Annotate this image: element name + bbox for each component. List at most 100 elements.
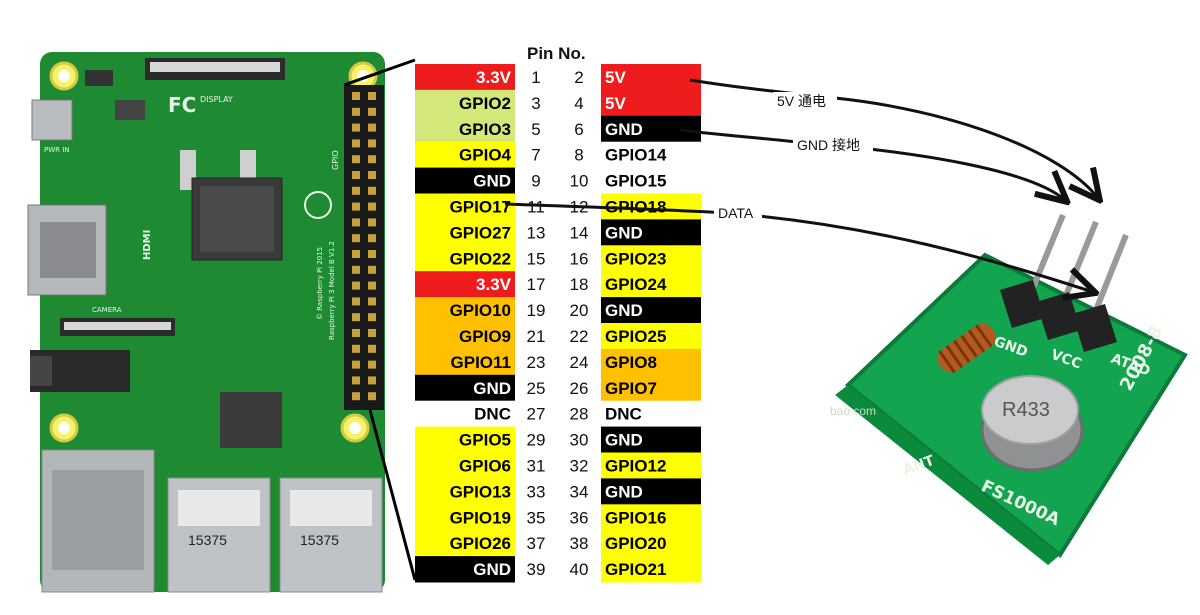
- pin-left-cell: [415, 115, 515, 143]
- header-pin: [368, 171, 376, 179]
- pin-number-even: 34: [570, 482, 589, 501]
- pin-number-even: 20: [570, 301, 589, 320]
- pin-right-label: GPIO7: [605, 379, 657, 398]
- camera-label: CAMERA: [92, 306, 122, 314]
- board-model-label: Raspberry Pi 3 Model B V1.2: [328, 241, 336, 340]
- pin-number-odd: 33: [527, 482, 546, 501]
- usb-chip-label-2: 15375: [300, 532, 339, 548]
- header-pin: [368, 360, 376, 369]
- pin-left-cell: [415, 323, 515, 350]
- header-pin: [368, 202, 376, 211]
- pin-right-cell: [601, 504, 701, 531]
- header-pin: [352, 329, 360, 337]
- board-copyright-label: © Raspberry Pi 2015: [316, 247, 324, 320]
- pin-number-even: 2: [574, 68, 583, 87]
- pin-right-label: GND: [605, 223, 643, 242]
- pin-number-odd: 5: [531, 120, 540, 139]
- header-pin: [352, 344, 360, 353]
- pin-left-label: GPIO4: [459, 146, 512, 165]
- pin-left-label: GPIO5: [459, 431, 511, 450]
- pin-right-label: GPIO25: [605, 327, 666, 346]
- header-pin: [352, 281, 360, 290]
- zoom-line-bottom: [368, 409, 417, 581]
- pin-number-even: 38: [570, 534, 589, 553]
- module-pin-data: [1091, 233, 1129, 317]
- pin-left-cell: [415, 478, 515, 505]
- pin-left-label: 3.3V: [476, 275, 512, 294]
- pin-left-cell: [415, 271, 515, 298]
- pin-number-even: 40: [570, 560, 589, 579]
- pin-right-cell: [601, 556, 701, 583]
- pin-number-even: 6: [574, 120, 583, 139]
- header-pin: [368, 250, 376, 258]
- pin-left-label: GND: [473, 172, 511, 191]
- pin-right-cell: [601, 323, 701, 350]
- pin-number-even: 32: [570, 457, 589, 476]
- pin-right-label: GND: [605, 431, 643, 450]
- pin-left-label: GND: [473, 379, 511, 398]
- pin-left-cell: [415, 193, 515, 220]
- pin-right-label: GND: [605, 120, 643, 139]
- pin-right-cell: [601, 374, 701, 402]
- header-pin: [352, 265, 360, 274]
- pin-right-label: GND: [605, 482, 643, 501]
- pin-no-header: Pin No.: [527, 44, 586, 63]
- pin-number-odd: 21: [527, 327, 546, 346]
- pin-right-cell: [601, 530, 701, 557]
- header-pin: [352, 155, 360, 164]
- pin-right-cell: [601, 219, 701, 246]
- pin-number-even: 4: [574, 94, 583, 113]
- header-pin: [368, 139, 376, 148]
- pin-left-label: GPIO6: [459, 457, 511, 476]
- header-pin: [352, 234, 360, 243]
- display-label: DISPLAY: [200, 95, 233, 104]
- pin-number-odd: 11: [527, 198, 545, 217]
- pin-number-even: 28: [570, 405, 589, 424]
- pin-number-odd: 3: [531, 94, 540, 113]
- header-pin: [352, 376, 360, 385]
- pin-left-cell: [415, 219, 515, 246]
- crystal-label: R433: [1002, 399, 1050, 421]
- pin-left-label: GPIO13: [450, 482, 511, 501]
- pin-right-label: 5V: [605, 94, 626, 113]
- pin-number-even: 10: [570, 172, 589, 191]
- pin-left-label: GPIO3: [459, 120, 511, 139]
- pin-number-odd: 13: [527, 223, 546, 242]
- pin-left-cell: [415, 141, 515, 169]
- header-pin: [352, 250, 360, 258]
- pin-left-label: GND: [473, 560, 511, 579]
- pin-right-cell: [601, 478, 701, 505]
- antenna-coil: [937, 323, 996, 374]
- header-pin: [368, 155, 376, 164]
- header-pin: [352, 186, 360, 195]
- pin-number-odd: 39: [527, 560, 546, 579]
- pin-left-label: GPIO11: [451, 353, 511, 372]
- pin-number-odd: 19: [527, 301, 546, 320]
- header-pin: [368, 329, 376, 337]
- pin-left-cell: [415, 530, 515, 557]
- micro-usb-port: [31, 99, 73, 141]
- header-pin: [368, 281, 376, 290]
- raspberry-pi-board: DISPLAY PWR IN FC HDMI CAMERA Raspberry …: [27, 52, 385, 593]
- header-pin: [352, 171, 360, 179]
- pin-left-cell: [415, 452, 515, 479]
- header-pin: [368, 297, 376, 306]
- pin-row: GPIO3 5 6 GND: [415, 115, 701, 143]
- header-pin: [352, 139, 360, 148]
- header-pin: [368, 218, 376, 227]
- pin-left-cell: [415, 426, 515, 453]
- annotation-5v: 5V 通电: [777, 93, 826, 109]
- header-pin: [352, 202, 360, 211]
- annotation-gnd: GND 接地: [797, 137, 860, 153]
- pin-right-label: GPIO24: [605, 275, 667, 294]
- pin-right-cell: [601, 348, 701, 376]
- header-pin: [352, 297, 360, 306]
